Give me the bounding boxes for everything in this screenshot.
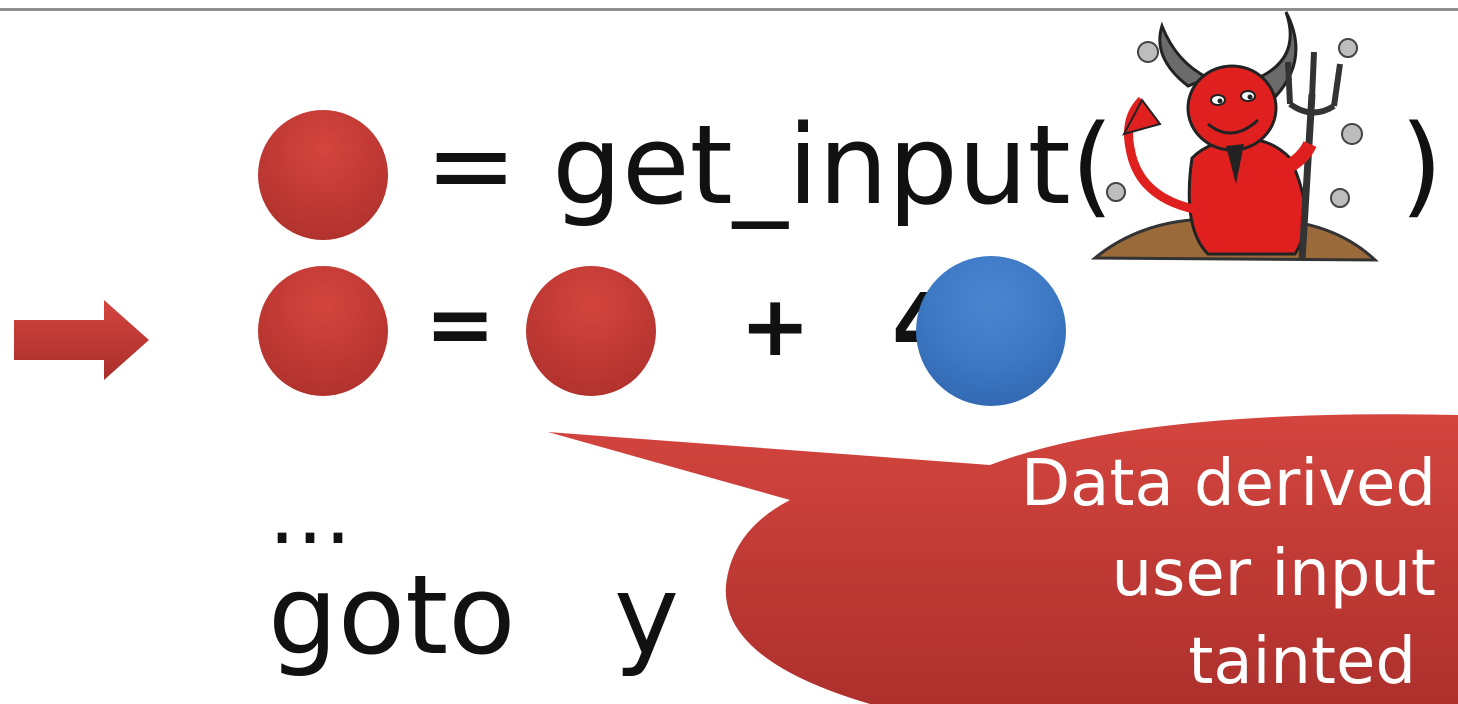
ellipsis-text: …: [268, 465, 352, 563]
close-paren-text: ): [1400, 101, 1443, 229]
get-input-call-text: = get_input(: [425, 101, 1114, 229]
untainted-constant-circle: [916, 256, 1066, 406]
goto-keyword: goto: [268, 551, 516, 679]
callout-line-1: Data derived: [1020, 447, 1436, 521]
top-divider: [0, 8, 1458, 11]
right-arrow-icon: [14, 300, 149, 380]
plus-operator: +: [740, 277, 811, 375]
callout-line-3: tainted: [1188, 625, 1416, 699]
devil-icon: [1090, 11, 1379, 262]
tainted-variable-circle: [258, 110, 388, 240]
callout-line-2: user input: [1111, 537, 1436, 611]
tainted-result-circle: [258, 266, 388, 396]
goto-target: y: [614, 551, 680, 679]
assign-operator: =: [425, 275, 496, 373]
tainted-operand-circle: [526, 266, 656, 396]
